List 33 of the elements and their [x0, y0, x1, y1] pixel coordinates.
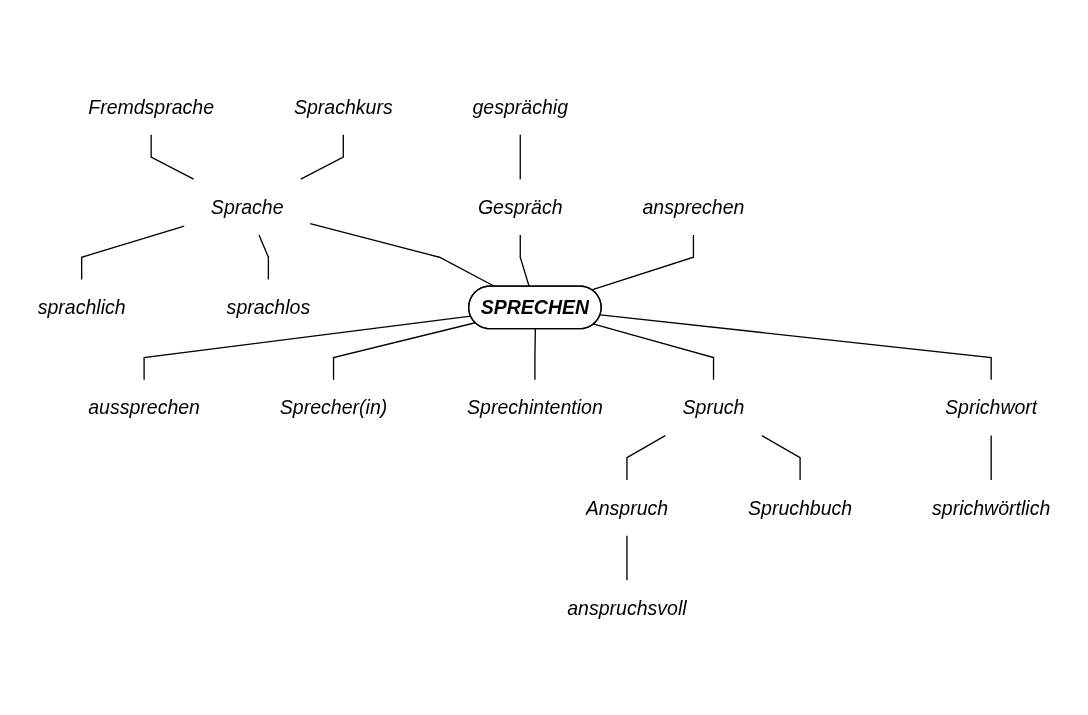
connector [534, 328, 537, 381]
connector [332, 322, 476, 381]
connector [599, 314, 992, 381]
node-text: Gespräch [477, 196, 563, 219]
node-text: Spruchbuch [748, 496, 853, 519]
node-text: ansprechen [642, 196, 745, 219]
connector [258, 234, 270, 281]
node-text: sprachlos [226, 296, 311, 319]
node-text: sprichwörtlich [932, 496, 1051, 519]
connector [143, 315, 472, 381]
node-text: Sprache [210, 196, 284, 219]
connector [300, 134, 344, 180]
connector [626, 434, 666, 481]
connector [591, 234, 695, 291]
node-text: Fremdsprache [88, 95, 215, 118]
node-text: Sprichwort [945, 396, 1038, 419]
connector [150, 134, 195, 180]
connector [593, 323, 715, 381]
node-text: Anspruch [585, 496, 669, 519]
connector [626, 535, 628, 581]
connector [519, 134, 521, 180]
connector [519, 234, 530, 288]
node-text: aussprechen [88, 396, 200, 419]
node-text: Spruch [682, 396, 745, 419]
node-text: Sprachkurs [293, 95, 393, 118]
connector [990, 434, 992, 481]
node-text: gesprächig [472, 95, 568, 118]
node-text: sprachlich [37, 296, 126, 319]
node-text: Sprechintention [467, 396, 603, 419]
node-text: anspruchsvoll [567, 597, 687, 620]
connector [81, 225, 185, 281]
connector [761, 434, 801, 481]
node-text: Sprecher(in) [279, 396, 388, 419]
